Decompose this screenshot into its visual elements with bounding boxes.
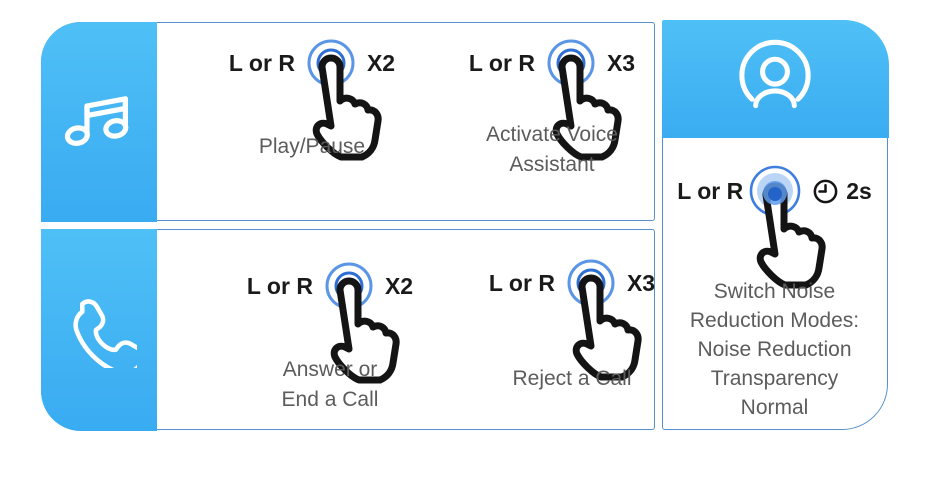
calls-panel-blue-section	[40, 228, 157, 431]
double-tap-icon	[307, 39, 382, 161]
earbud-side-label: L or R	[677, 177, 744, 204]
play-pause-gesture: L or R X2 Play/Pause	[192, 39, 432, 210]
tap-count-label: X2	[384, 272, 414, 299]
gesture-action-label-line1: Answer or	[282, 358, 378, 381]
gesture-action-label-line3: Noise Reduction	[697, 338, 852, 361]
music-controls-panel: L or R X2 Play/Pause L or R	[40, 21, 655, 222]
gesture-action-label: Reject a Call	[512, 367, 632, 390]
gesture-action-label-line2: Reduction Modes:	[689, 309, 860, 332]
earbud-side-label: L or R	[488, 269, 555, 296]
tap-count-label: X3	[606, 49, 636, 76]
tap-count-label: X3	[626, 269, 656, 296]
call-controls-panel: L or R X2 Answer or End a Call L or R	[40, 228, 655, 433]
gesture-action-label-line2: End a Call	[281, 388, 379, 411]
gesture-action-label-line1: Activate Voice	[486, 123, 618, 146]
triple-tap-icon	[567, 259, 642, 381]
tap-count-label: X2	[366, 49, 396, 76]
phone-icon	[72, 298, 137, 368]
press-hold-icon	[749, 165, 826, 289]
earbud-side-label: L or R	[228, 49, 295, 76]
triple-tap-icon	[547, 39, 622, 161]
double-tap-icon	[325, 262, 400, 384]
answer-end-call-gesture: L or R X2 Answer or End a Call	[210, 262, 450, 433]
reject-call-gesture: L or R X3 Reject a Call	[454, 259, 690, 430]
music-note-icon	[64, 95, 128, 146]
voice-assistant-gesture: L or R X3 Activate Voice Assistant	[434, 39, 670, 210]
earbud-side-label: L or R	[246, 272, 313, 299]
music-panel-blue-section	[40, 21, 157, 222]
noise-reduction-panel: L or R	[661, 19, 889, 430]
noise-mode-gesture: L or R	[663, 165, 886, 419]
gesture-action-label: Play/Pause	[258, 135, 366, 158]
noise-panel-blue-section	[661, 19, 889, 138]
clock-icon	[813, 179, 838, 203]
hold-duration-label: 2s	[846, 177, 872, 204]
gesture-action-label-line5: Normal	[740, 396, 809, 419]
gesture-action-label-line4: Transparency	[710, 367, 839, 390]
gesture-action-label-line2: Assistant	[509, 153, 595, 176]
gesture-action-label-line1: Switch Noise	[713, 280, 836, 303]
person-icon	[739, 39, 811, 108]
earbud-side-label: L or R	[468, 49, 535, 76]
